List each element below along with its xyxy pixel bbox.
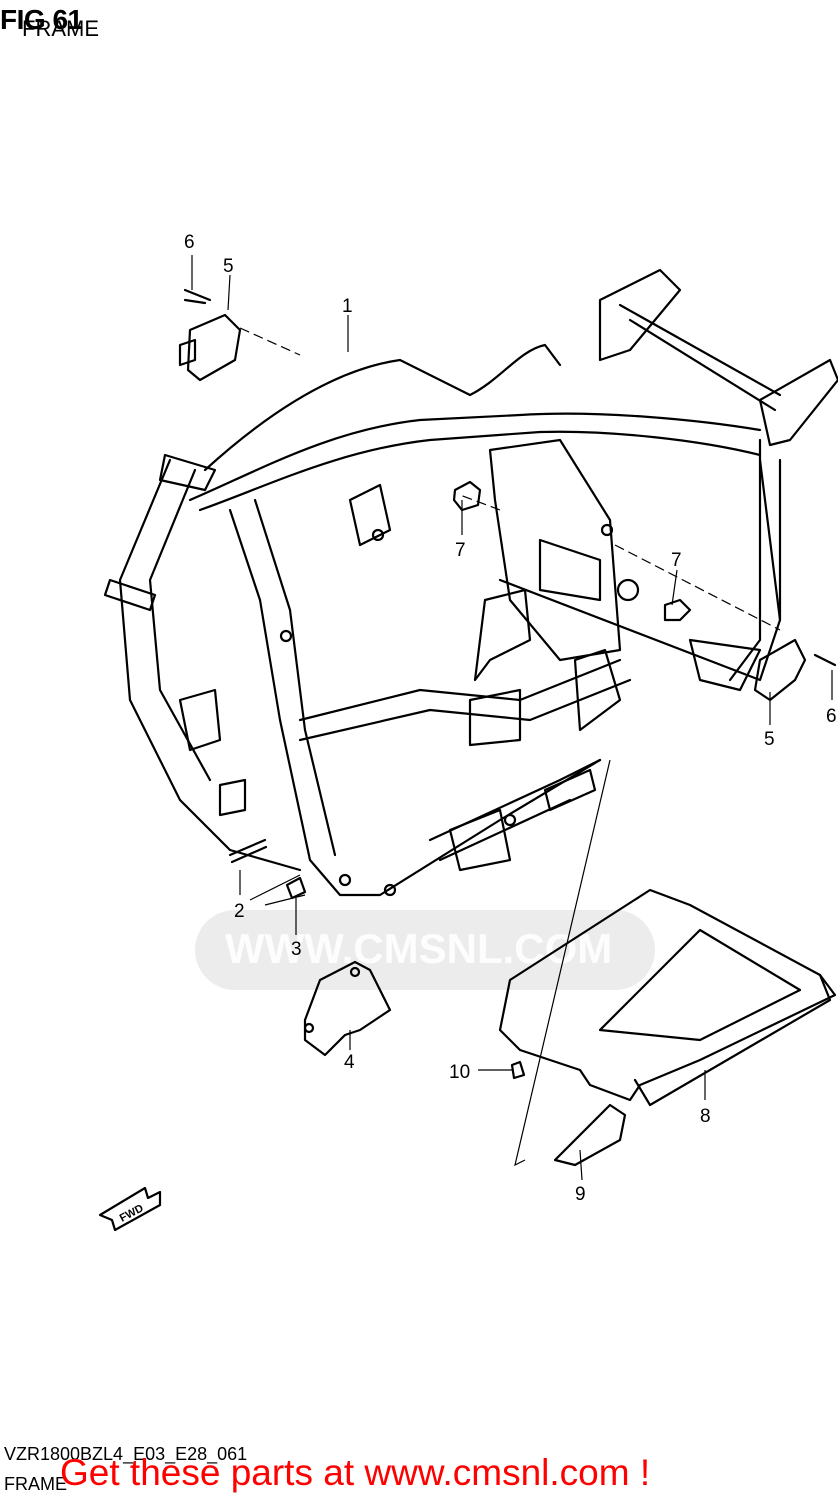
callout-1: 1 (342, 296, 353, 317)
callout-3: 3 (291, 939, 302, 960)
figure-number: FIG 61 (0, 4, 83, 35)
callout-5-right: 5 (764, 729, 775, 750)
bracket-5-left (186, 313, 242, 382)
callout-7-right: 7 (671, 550, 682, 571)
frame-top-rail-left (203, 343, 562, 472)
callout-2: 2 (234, 901, 245, 922)
callout-4: 4 (344, 1052, 355, 1073)
cover-8 (498, 888, 837, 1102)
bracket-5-right (753, 638, 807, 702)
front-down-tube (118, 458, 302, 872)
lower-cradle (228, 508, 602, 897)
frame-top-rail-main (188, 412, 762, 502)
footer-frame-label: FRAME (4, 1474, 67, 1494)
callout-5-left: 5 (223, 256, 234, 277)
callout-6-right: 6 (826, 706, 837, 727)
watermark-badge (195, 910, 655, 990)
diagram-code: VZR1800BZL4_E03_E28_061 (4, 1444, 248, 1464)
fwd-arrow (98, 1186, 162, 1232)
cross-member (298, 658, 632, 742)
rear-plate (488, 438, 622, 662)
callout-8: 8 (700, 1106, 711, 1127)
rear-frame-section (598, 268, 682, 362)
callout-7-left: 7 (455, 540, 466, 561)
watermark-text: WWW.CMSNL.COM (225, 925, 613, 972)
callout-6-left: 6 (184, 232, 195, 253)
figure-title: FRAME (22, 16, 99, 41)
callout-9: 9 (575, 1184, 586, 1205)
get-parts-link[interactable]: Get these parts at www.cmsnl.com ! (60, 1452, 651, 1493)
bracket-4 (303, 960, 392, 1057)
boot-9 (553, 1103, 627, 1167)
callout-10: 10 (449, 1062, 470, 1083)
